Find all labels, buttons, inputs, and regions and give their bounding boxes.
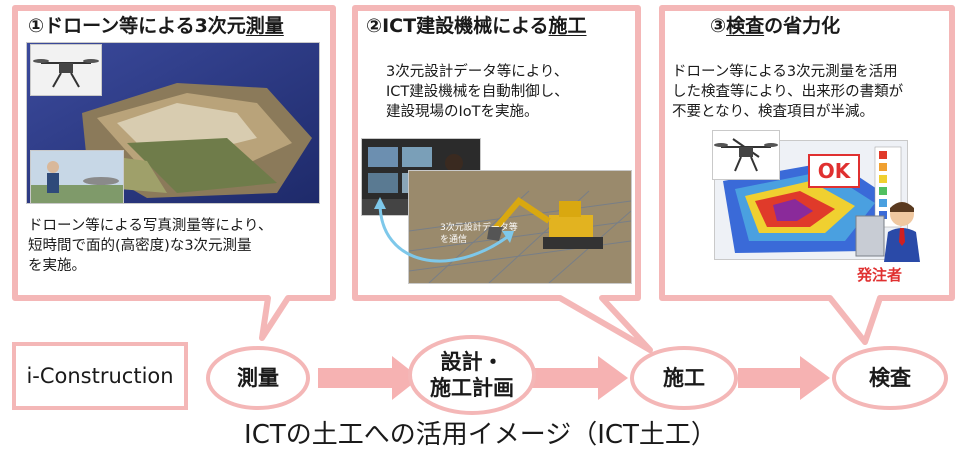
flow-arrow-1 <box>318 356 420 400</box>
diagram-caption: ICTの土工への活用イメージ（ICT土工） <box>244 420 717 450</box>
excavator-icon <box>409 171 631 283</box>
panel-1-title-keyword: 測量 <box>245 15 284 37</box>
stage-construction: 施工 <box>663 366 705 390</box>
panel-1-title: ①ドローン等による3次元測量 <box>28 11 284 38</box>
communication-label: 3次元設計データ等 を通信 <box>440 223 518 245</box>
i-construction-box <box>12 342 188 410</box>
panel-3-title-keyword: 検査 <box>726 15 765 37</box>
client-label: 発注者 <box>857 266 903 284</box>
panel-2-body: 3次元設計データ等により、 ICT建設機械を自動制御し、 建設現場のIoTを実施… <box>386 64 569 120</box>
person-at-computer-icon <box>855 202 920 262</box>
stage-ellipse-4 <box>832 346 948 410</box>
stage-ellipse-2 <box>408 335 536 415</box>
panel-3-number: ③ <box>710 15 727 37</box>
panel-3-title-text: の省力化 <box>764 15 841 37</box>
flow-arrow-3 <box>738 356 830 400</box>
excavator-photo <box>408 170 632 284</box>
operator-illustration <box>31 161 123 203</box>
drone-icon <box>714 138 778 172</box>
drone-icon <box>33 59 99 88</box>
panel-2-title-text: ICT建設機械による <box>382 15 549 37</box>
inspection-drone-photo <box>712 130 780 180</box>
stage-inspection: 検査 <box>869 366 911 390</box>
panel-2-number: ② <box>366 15 383 37</box>
data-communication-arrow <box>374 197 514 263</box>
panel-1-number: ① <box>28 15 45 37</box>
operator-photo-inset <box>30 150 124 204</box>
stage-ellipse-3 <box>630 346 738 410</box>
panel-3-body: ドローン等による3次元測量を活用 した検査等により、出来形の書類が 不要となり、… <box>672 64 904 120</box>
inspection-heatmap-screen <box>714 140 908 260</box>
drone-photo-inset <box>30 44 102 96</box>
panel-1-title-text: ドローン等による3次元 <box>44 15 246 37</box>
i-construction-label: i-Construction <box>26 364 174 388</box>
heatmap-illustration <box>715 141 907 259</box>
panel-1-body: ドローン等による写真測量等により、 短時間で面的(高密度)な3次元測量 を実施。 <box>28 218 273 274</box>
stage-ellipse-1 <box>206 346 310 410</box>
panel-2-title-keyword: 施工 <box>548 15 587 37</box>
panel-3-title: ③検査の省力化 <box>710 11 840 38</box>
flow-arrow-2 <box>530 356 628 400</box>
panel-2-title: ②ICT建設機械による施工 <box>366 11 587 38</box>
ok-badge: OK <box>808 154 860 188</box>
stage-survey: 測量 <box>237 366 279 390</box>
flow-arrows <box>318 356 830 400</box>
stage-design-planning: 設計・ 施工計画 <box>430 350 514 400</box>
